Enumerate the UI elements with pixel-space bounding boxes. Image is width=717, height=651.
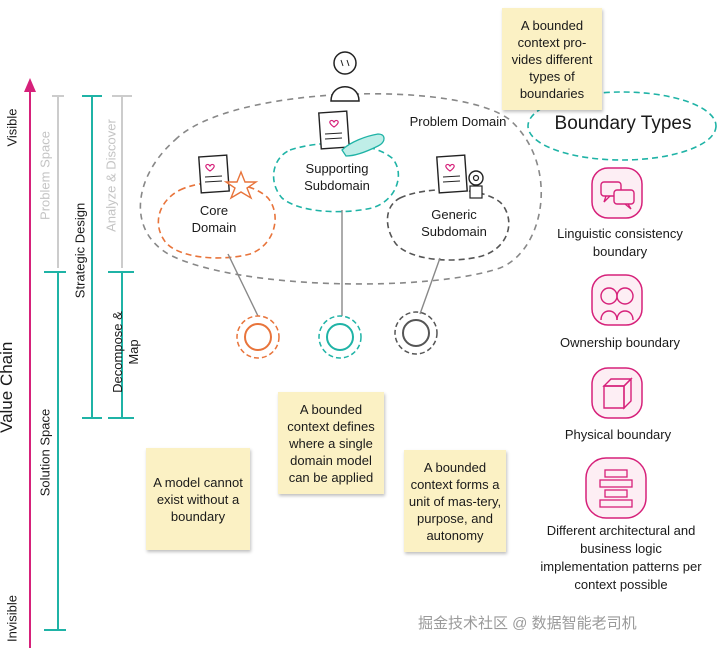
team-icon bbox=[591, 274, 643, 326]
strategic-design-bracket bbox=[82, 95, 102, 419]
note-boundary-types: A bounded context pro-vides different ty… bbox=[502, 8, 602, 110]
invisible-label: Invisible bbox=[4, 595, 20, 642]
note-unit-of-mastery: A bounded context forms a unit of mas-te… bbox=[404, 450, 506, 552]
decompose-map-bracket bbox=[108, 271, 134, 419]
boundary-types-title: Boundary Types bbox=[554, 113, 692, 134]
analyze-discover-label: Analyze & Discover bbox=[103, 119, 119, 232]
supporting-context-circle bbox=[318, 315, 362, 359]
core-connector bbox=[227, 253, 259, 317]
layers-icon bbox=[585, 457, 647, 519]
document-hand-icon bbox=[318, 110, 385, 157]
problem-domain-boundary bbox=[139, 92, 542, 285]
visible-label: Visible bbox=[4, 108, 20, 147]
problem-domain-label: Problem Domain bbox=[409, 114, 507, 129]
note-single-domain-model: A bounded context defines where a single… bbox=[278, 392, 384, 494]
document-star-icon bbox=[198, 154, 259, 200]
core-domain-label: Core Domain bbox=[191, 203, 237, 235]
cube-icon bbox=[591, 367, 643, 419]
generic-subdomain-label: Generic Subdomain bbox=[421, 207, 487, 239]
analyze-discover-bracket bbox=[112, 95, 132, 268]
problem-space-label: Problem Space bbox=[37, 131, 53, 220]
value-chain-arrowhead bbox=[24, 78, 36, 92]
problem-space-bracket bbox=[52, 95, 64, 268]
speech-bubbles-icon bbox=[591, 167, 643, 219]
generic-subdomain-boundary bbox=[386, 188, 510, 261]
boundary-type-patterns: Different architectural and business log… bbox=[540, 523, 702, 592]
watermark: 掘金技术社区 @ 数据智能老司机 bbox=[418, 615, 637, 632]
boundary-type-linguistic: Linguistic consistency boundary bbox=[557, 226, 683, 259]
solution-space-bracket bbox=[44, 271, 66, 631]
boundary-type-ownership: Ownership boundary bbox=[560, 335, 680, 350]
solution-space-label: Solution Space bbox=[37, 408, 53, 497]
note-no-model-without-boundary: A model cannot exist without a boundary bbox=[146, 448, 250, 550]
person-icon bbox=[330, 51, 360, 102]
strategic-design-label: Strategic Design bbox=[72, 202, 88, 299]
decompose-map-label: Decompose & Map bbox=[110, 311, 141, 393]
generic-connector bbox=[419, 257, 441, 315]
document-gear-icon bbox=[436, 154, 484, 199]
boundary-type-physical: Physical boundary bbox=[564, 427, 672, 442]
value-chain-label: Value Chain bbox=[0, 341, 16, 433]
generic-context-circle bbox=[394, 311, 438, 355]
supporting-subdomain-label: Supporting Subdomain bbox=[304, 161, 370, 193]
boundary-types-ellipse bbox=[527, 91, 717, 161]
core-context-circle bbox=[236, 315, 280, 359]
